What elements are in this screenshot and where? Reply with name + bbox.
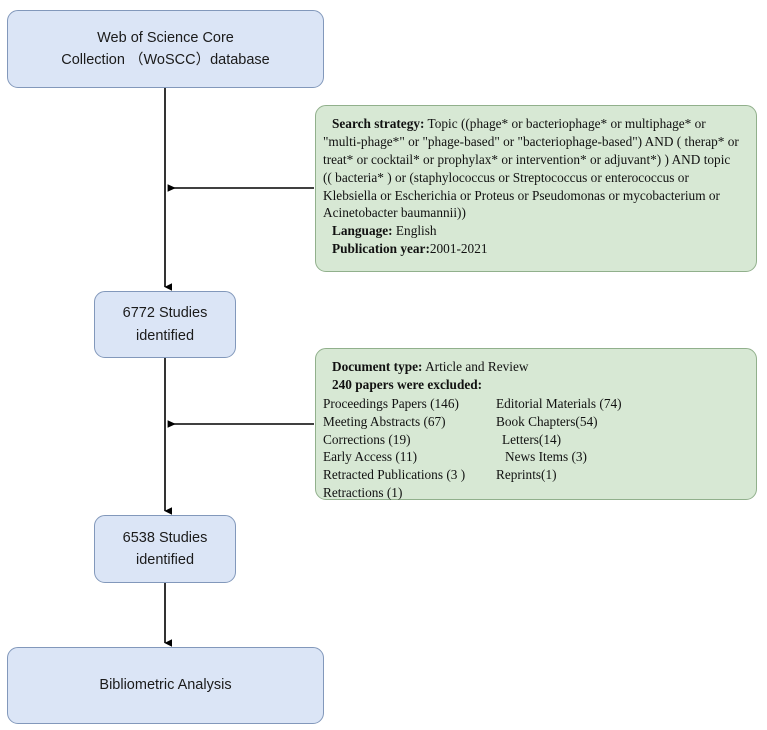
studies-identified-first-count: 6772 Studies bbox=[122, 305, 208, 322]
excluded-row-2-left: Corrections (19) bbox=[323, 431, 411, 447]
node-source-database[interactable]: Web of Science Core Collection （WoSCC）da… bbox=[7, 10, 324, 88]
document-type-line: Document type: Article and Review bbox=[323, 358, 748, 376]
node-bibliometric-analysis[interactable]: Bibliometric Analysis bbox=[7, 647, 324, 724]
search-strategy-query-line6: Acinetobacter baumannii)) bbox=[323, 205, 466, 221]
node-exclusion-criteria[interactable]: Document type: Article and Review 240 pa… bbox=[315, 348, 757, 500]
search-strategy-query-line4: (( bacteria* ) or (staphylococcus or Str… bbox=[323, 169, 689, 185]
search-strategy-query-line1: Topic ((phage* or bacteriophage* or mult… bbox=[427, 116, 706, 131]
excluded-row-5-right bbox=[493, 484, 748, 502]
excluded-categories-grid: Proceedings Papers (146) Editorial Mater… bbox=[323, 395, 748, 502]
excluded-row-3-left: Early Access (11) bbox=[323, 449, 418, 465]
excluded-row-4-right: Reprints(1) bbox=[496, 467, 557, 483]
search-strategy-label: Search strategy: bbox=[332, 116, 425, 131]
search-strategy-year-line: Publication year:2001-2021 bbox=[323, 240, 748, 258]
excluded-headline: 240 papers were excluded: bbox=[332, 376, 483, 392]
publication-year-value: 2001-2021 bbox=[429, 241, 488, 257]
excluded-row-1-right: Book Chapters(54) bbox=[496, 413, 598, 429]
node-search-strategy[interactable]: Search strategy: Topic ((phage* or bacte… bbox=[315, 105, 757, 272]
excluded-row-1-left: Meeting Abstracts (67) bbox=[323, 413, 446, 429]
language-value: English bbox=[395, 223, 437, 239]
excluded-row-0-left: Proceedings Papers (146) bbox=[323, 395, 459, 411]
search-strategy-language-line: Language: English bbox=[323, 222, 748, 240]
excluded-row-4-left: Retracted Publications (3 ) bbox=[323, 467, 466, 483]
source-database-line2: Collection （WoSCC）database bbox=[61, 52, 270, 68]
studies-identified-second-label: identified bbox=[135, 552, 195, 568]
language-label: Language: bbox=[332, 223, 393, 239]
bibliometric-analysis-label: Bibliometric Analysis bbox=[99, 677, 232, 694]
publication-year-label: Publication year: bbox=[332, 241, 430, 257]
node-studies-identified-second[interactable]: 6538 Studies identified bbox=[94, 515, 236, 583]
search-strategy-query-line2: "multi-phage*" or "phage-based" or "bact… bbox=[323, 133, 739, 149]
source-database-line1: Web of Science Core bbox=[97, 29, 234, 46]
node-studies-identified-first[interactable]: 6772 Studies identified bbox=[94, 291, 236, 358]
studies-identified-second-count: 6538 Studies bbox=[122, 529, 208, 546]
excluded-row-2-right: Letters(14) bbox=[502, 431, 562, 447]
excluded-row-5-left: Retractions (1) bbox=[323, 485, 403, 501]
document-type-label: Document type: bbox=[332, 359, 423, 374]
excluded-row-3-right: News Items (3) bbox=[505, 449, 587, 465]
document-type-value: Article and Review bbox=[425, 359, 529, 374]
search-strategy-query-line5: Klebsiella or Escherichia or Proteus or … bbox=[323, 187, 720, 203]
studies-identified-first-label: identified bbox=[135, 327, 195, 344]
excluded-row-0-right: Editorial Materials (74) bbox=[496, 395, 622, 411]
search-strategy-first-line: Search strategy: Topic ((phage* or bacte… bbox=[323, 115, 748, 133]
search-strategy-query-line3: treat* or cocktail* or prophylax* or int… bbox=[323, 151, 731, 167]
